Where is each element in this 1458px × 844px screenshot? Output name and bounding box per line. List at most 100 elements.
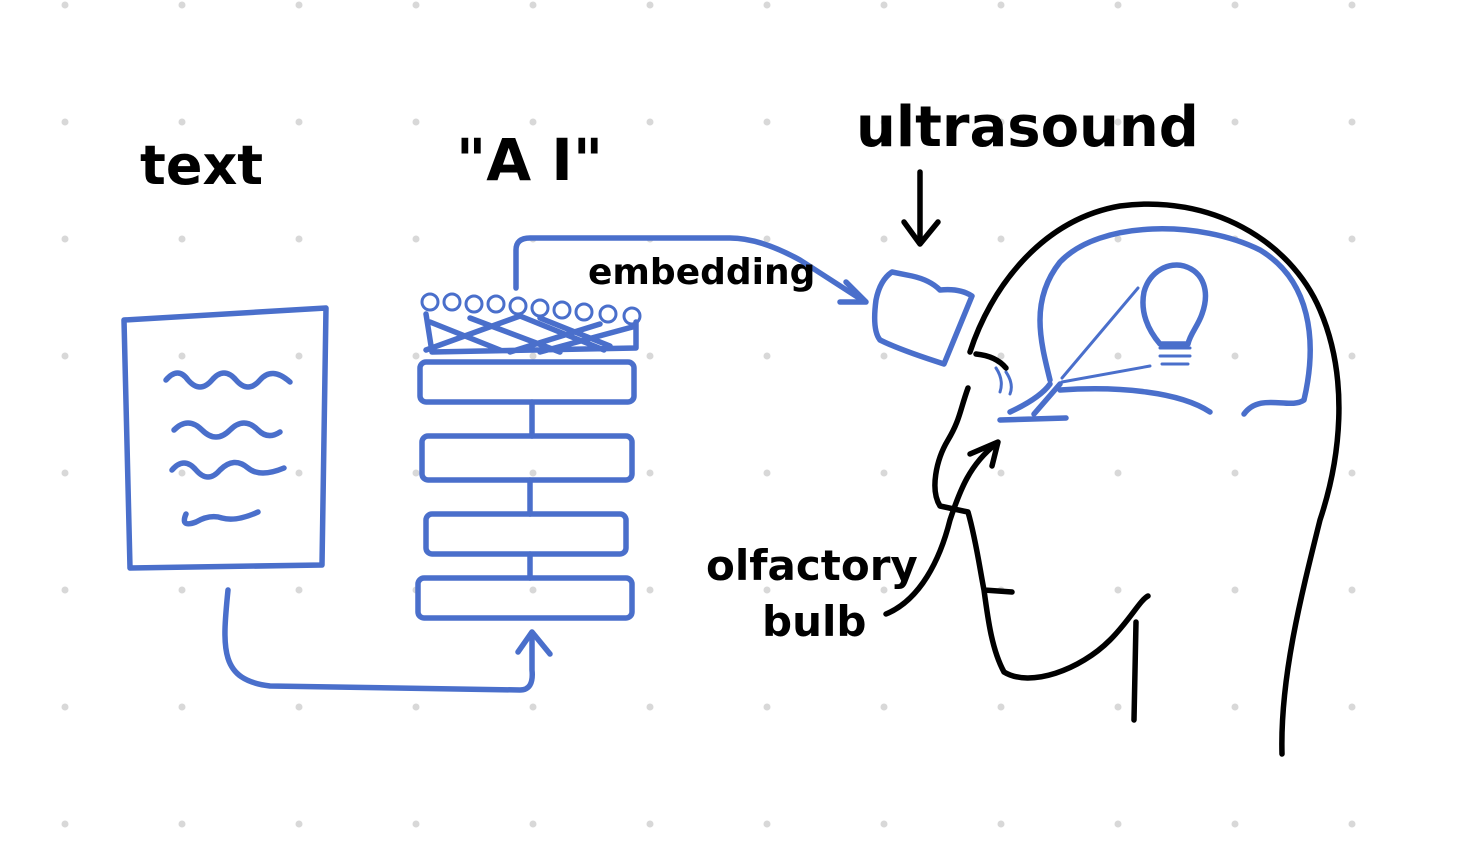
grid-dot [61, 1, 69, 9]
grid-dot [880, 586, 888, 594]
grid-dot [1348, 235, 1356, 243]
grid-dot [880, 703, 888, 711]
grid-dot [412, 469, 420, 477]
grid-dot [1231, 118, 1239, 126]
grid-dot [295, 586, 303, 594]
grid-dot [1114, 1, 1122, 9]
grid-dot [295, 235, 303, 243]
grid-dot [763, 703, 771, 711]
probe-contact [973, 351, 1009, 371]
grid-dot [61, 469, 69, 477]
document-text-line [171, 420, 283, 440]
grid-dot [295, 703, 303, 711]
grid-dot [880, 469, 888, 477]
grid-dot [295, 118, 303, 126]
grid-dot [61, 703, 69, 711]
grid-dot [1114, 118, 1122, 126]
text-to-ai-arrow [222, 587, 535, 693]
grid-dot [1114, 235, 1122, 243]
grid-dot [646, 118, 654, 126]
text-label: text [140, 134, 263, 197]
grid-dot [178, 586, 186, 594]
grid-dot [997, 118, 1005, 126]
grid-dot [880, 235, 888, 243]
grid-dot [997, 1, 1005, 9]
grid-dot [295, 820, 303, 828]
grid-dot [61, 118, 69, 126]
ai-top-nodes [420, 292, 642, 326]
grid-dot [178, 469, 186, 477]
grid-dot [529, 703, 537, 711]
grid-dot [1348, 118, 1356, 126]
grid-dot [61, 235, 69, 243]
grid-dot [178, 1, 186, 9]
grid-dot [412, 1, 420, 9]
grid-dot [295, 1, 303, 9]
grid-dot [646, 352, 654, 360]
grid-dot [880, 352, 888, 360]
ultrasound-arrowhead [901, 219, 941, 247]
grid-dot [412, 820, 420, 828]
grid-dot [997, 235, 1005, 243]
ultrasound-beam [1060, 286, 1152, 384]
grid-dot [1231, 586, 1239, 594]
grid-dot [1114, 820, 1122, 828]
ai-label: "A I" [456, 126, 603, 194]
bulb-label: bulb [762, 597, 866, 646]
grid-dot [763, 1, 771, 9]
head-outline [932, 201, 1342, 757]
text-document [121, 305, 329, 571]
grid-dot [529, 820, 537, 828]
document-text-line [181, 509, 261, 527]
grid-dot [412, 235, 420, 243]
grid-dot [997, 820, 1005, 828]
grid-dot [763, 820, 771, 828]
grid-dot [763, 235, 771, 243]
text-to-ai-arrowhead [515, 629, 553, 657]
grid-dot [1348, 820, 1356, 828]
olfactory-arrowhead [967, 439, 1001, 469]
grid-dot [178, 235, 186, 243]
grid-dot [646, 820, 654, 828]
dot-grid [61, 1, 1356, 828]
grid-dot [61, 586, 69, 594]
grid-dot [880, 820, 888, 828]
document-text-line [169, 459, 287, 480]
grid-dot [1231, 820, 1239, 828]
grid-dot [646, 469, 654, 477]
grid-dot [61, 820, 69, 828]
grid-dot [763, 118, 771, 126]
grid-dot [1348, 586, 1356, 594]
grid-dot [178, 703, 186, 711]
grid-dot [1231, 703, 1239, 711]
grid-dot [1231, 1, 1239, 9]
grid-dot [997, 352, 1005, 360]
grid-dot [178, 352, 186, 360]
grid-dot [1114, 352, 1122, 360]
wave-lines [994, 366, 1013, 396]
embedding-label: embedding [588, 252, 815, 293]
grid-dot [412, 118, 420, 126]
grid-dot [646, 1, 654, 9]
olfactory-bulb-shape [997, 381, 1069, 423]
grid-dot [646, 703, 654, 711]
grid-dot [529, 586, 537, 594]
grid-dot [1114, 469, 1122, 477]
ultrasound-probe [871, 269, 975, 367]
grid-dot [1348, 1, 1356, 9]
grid-dot [880, 118, 888, 126]
grid-dot [1348, 703, 1356, 711]
grid-dot [529, 469, 537, 477]
olfactory-arrow [883, 441, 999, 617]
grid-dot [529, 1, 537, 9]
grid-dot [1348, 352, 1356, 360]
grid-dot [1114, 703, 1122, 711]
lightbulb-icon [1140, 262, 1209, 366]
grid-dot [646, 586, 654, 594]
grid-dot [1114, 586, 1122, 594]
grid-dot [295, 469, 303, 477]
grid-dot [880, 1, 888, 9]
grid-dot [295, 352, 303, 360]
grid-dot [178, 820, 186, 828]
